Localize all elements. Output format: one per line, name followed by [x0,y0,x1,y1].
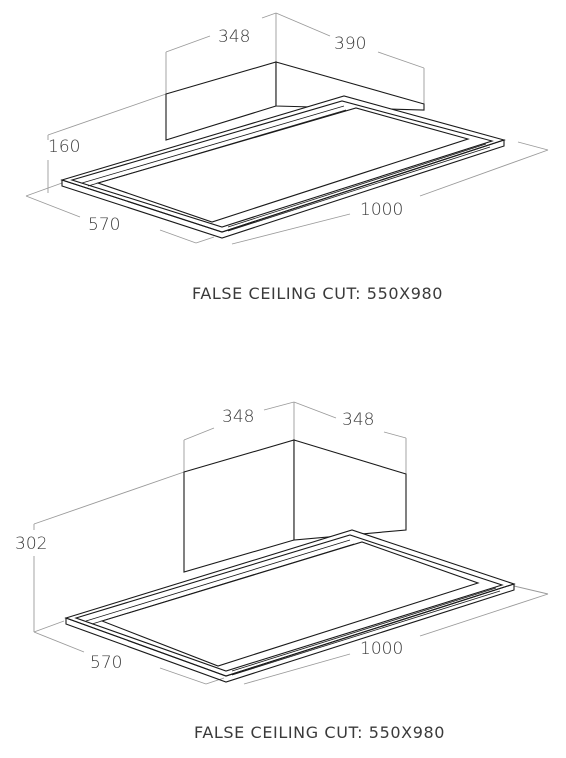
ceiling-cut-caption: FALSE CEILING CUT: 550X980 [194,723,445,742]
dim-top-right-label: 390 [334,34,366,54]
ceiling-panel-1 [60,95,506,239]
motor-box-1 [165,61,425,141]
dim-height-label: 302 [15,534,47,554]
dimension-lines-2 [33,401,549,685]
dim-height-label: 160 [48,137,80,157]
dim-top-left-label: 348 [218,27,250,47]
dim-depth-label: 570 [88,215,120,235]
motor-box-2 [183,439,407,573]
dim-top-right-label: 348 [342,410,374,430]
dim-depth-label: 570 [90,653,122,673]
dim-length-label: 1000 [360,639,403,659]
dimension-lines-1 [25,12,549,245]
hood-diagram-160: 348 390 160 570 1000 FALSE CEILING CUT: … [25,12,549,303]
ceiling-cut-caption: FALSE CEILING CUT: 550X980 [192,284,443,303]
dim-top-left-label: 348 [222,407,254,427]
hood-diagram-302: 348 348 302 570 1000 FALSE CEILING CUT: … [15,401,549,742]
ceiling-panel-2 [64,529,516,683]
dim-length-label: 1000 [360,200,403,220]
